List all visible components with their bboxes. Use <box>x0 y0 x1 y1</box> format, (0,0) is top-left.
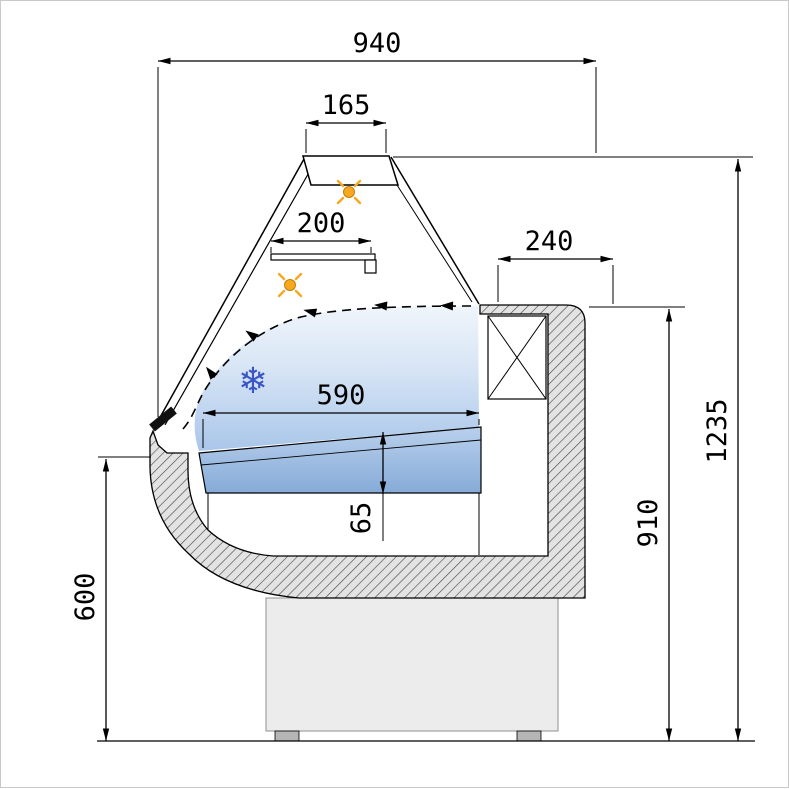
canopy-lamp-icon <box>336 179 362 205</box>
dimension-label-1235: 1235 <box>702 398 733 463</box>
dimension-deck-thickness: 65 <box>346 432 387 541</box>
dimension-label-600: 600 <box>70 573 101 622</box>
dimension-deck-depth: 590 <box>202 380 480 448</box>
canopy <box>302 155 400 186</box>
dimension-shelf-depth: 200 <box>270 208 372 253</box>
dimension-label-165: 165 <box>322 90 371 121</box>
airflow-arrows <box>182 301 472 430</box>
dimension-label-200: 200 <box>297 208 346 239</box>
plinth-base <box>265 597 559 742</box>
dimension-label-240: 240 <box>525 226 574 257</box>
lamp-rays <box>277 272 303 298</box>
dimension-overall-height: 1235 <box>393 156 753 741</box>
dimension-label-65: 65 <box>346 502 377 535</box>
snowflake-icon: ❄ <box>238 361 268 402</box>
rear-top-glass <box>390 156 480 305</box>
dimension-canopy-width: 165 <box>305 90 387 153</box>
front-glass <box>149 158 312 432</box>
dimension-label-910: 910 <box>633 499 664 548</box>
dimension-overall-depth: 940 <box>157 28 597 417</box>
dimension-rear-top-depth: 240 <box>497 226 614 304</box>
foot-left <box>274 730 300 742</box>
display-deck <box>198 426 482 555</box>
dimension-label-590: 590 <box>317 380 366 411</box>
dimension-rear-height: 910 <box>589 306 685 741</box>
evaporator-box <box>487 315 547 400</box>
dimension-front-height: 600 <box>70 456 151 741</box>
glass-bottom-frame <box>149 406 177 432</box>
lamp-rays <box>336 179 362 205</box>
dimension-label-940: 940 <box>353 28 402 59</box>
interior-shelf <box>270 253 377 274</box>
body-insulation <box>149 304 586 599</box>
foot-right <box>516 730 542 742</box>
shelf-lamp-icon <box>277 272 303 298</box>
